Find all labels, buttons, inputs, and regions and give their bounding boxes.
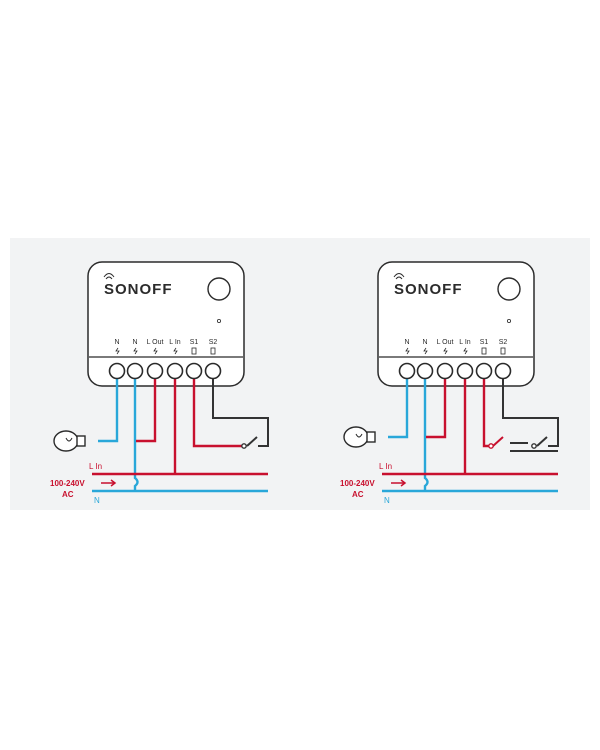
diagram-left: SONOFF N N L Out L In S1 S2	[50, 261, 269, 505]
wifi-icon	[103, 273, 115, 280]
terminal-screws	[398, 362, 512, 380]
supply-neutral-label: N	[384, 496, 390, 505]
terminal-label-2: N	[132, 339, 137, 346]
live-wires	[92, 371, 268, 476]
terminal-label-1: N	[114, 339, 119, 346]
switch-wire	[212, 371, 269, 447]
live-wires	[382, 371, 558, 476]
terminal-label-5: S1	[190, 339, 199, 346]
status-led-icon	[506, 318, 511, 323]
terminal-label-4: L In	[459, 339, 471, 346]
terminal-screws	[108, 362, 222, 380]
switch-contact	[531, 443, 537, 449]
terminal-symbol-icons	[115, 347, 216, 355]
pairing-button	[207, 277, 231, 301]
lamp-icon	[343, 426, 376, 448]
lamp-icon	[53, 430, 86, 452]
supply-live-label: L In	[379, 462, 392, 471]
terminal-label-6: S2	[499, 339, 508, 346]
neutral-wires	[92, 371, 268, 493]
terminal-label-2: N	[422, 339, 427, 346]
brand-logo: SONOFF	[104, 281, 173, 298]
terminal-symbol-icons	[405, 347, 506, 355]
switch-contact	[241, 443, 247, 449]
device-body	[377, 261, 535, 387]
pairing-button	[497, 277, 521, 301]
terminal-label-4: L In	[169, 339, 181, 346]
brand-logo: SONOFF	[394, 281, 463, 298]
status-led-icon	[216, 318, 221, 323]
terminal-label-3: L Out	[437, 339, 454, 346]
current-arrow-icon	[101, 479, 117, 487]
diagram-right: SONOFF N N L Out L In S1 S2	[340, 261, 559, 505]
switch-contact	[488, 443, 494, 449]
supply-voltage-label: 100-240V	[340, 479, 375, 488]
supply-ac-label: AC	[352, 490, 364, 499]
neutral-wires	[382, 371, 558, 493]
current-arrow-icon	[391, 479, 407, 487]
terminal-label-1: N	[404, 339, 409, 346]
device-body	[87, 261, 245, 387]
terminal-label-3: L Out	[147, 339, 164, 346]
supply-ac-label: AC	[62, 490, 74, 499]
supply-neutral-label: N	[94, 496, 100, 505]
terminal-label-6: S2	[209, 339, 218, 346]
two-way-switch	[492, 371, 559, 452]
terminal-label-5: S1	[480, 339, 489, 346]
supply-voltage-label: 100-240V	[50, 479, 85, 488]
supply-live-label: L In	[89, 462, 102, 471]
wifi-icon	[393, 273, 405, 280]
